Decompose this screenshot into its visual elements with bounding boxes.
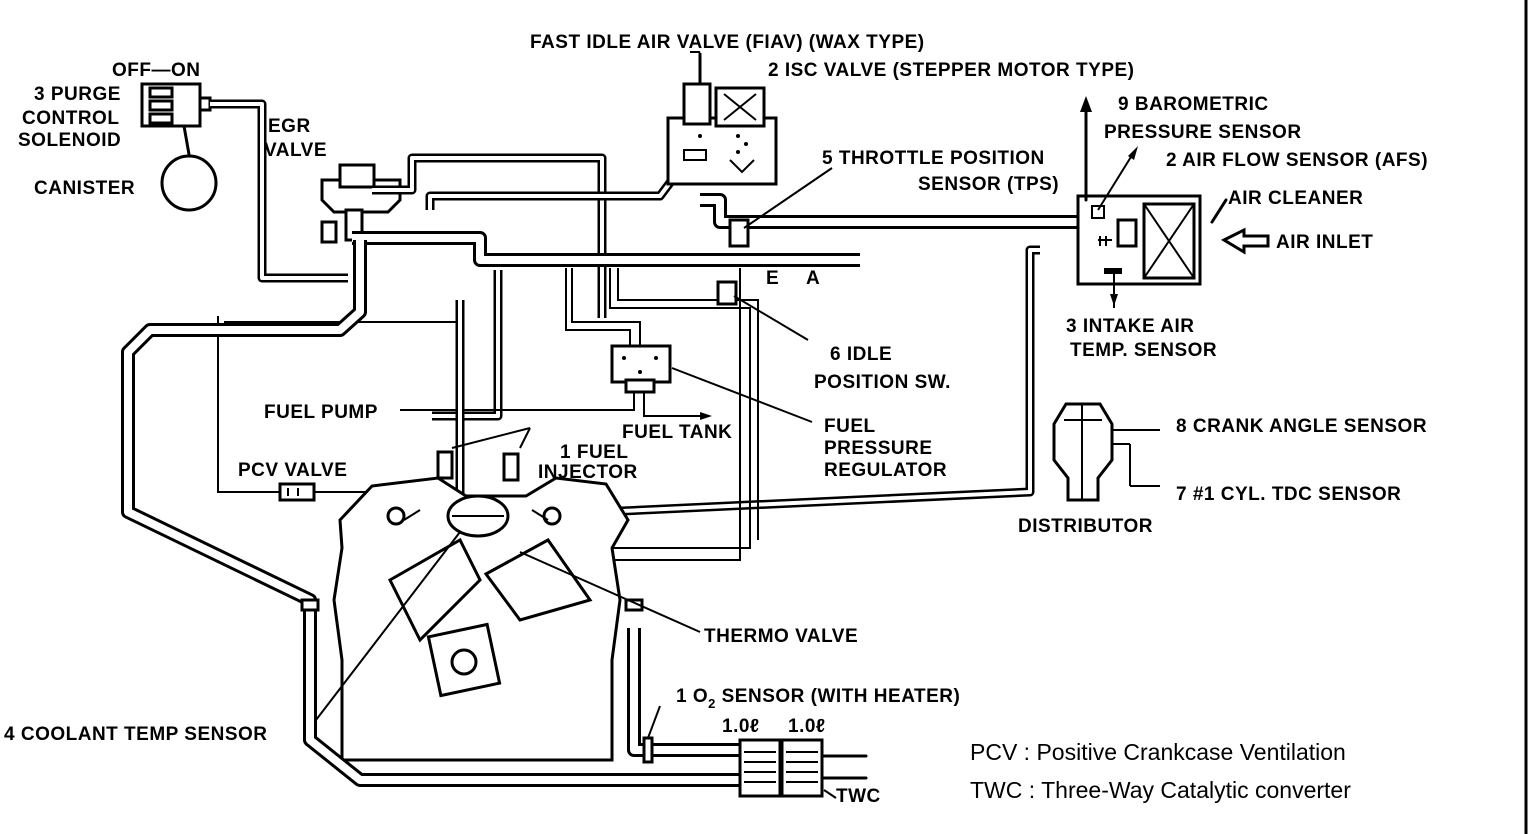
v-engine-block — [332, 476, 630, 762]
label-fiav: FAST IDLE AIR VALVE (FIAV) (WAX TYPE) — [530, 32, 925, 53]
label-afs: 2 AIR FLOW SENSOR (AFS) — [1166, 150, 1428, 171]
label-port-e: E — [766, 268, 779, 289]
air-inlet-arrow — [1220, 227, 1270, 255]
label-fuel-tank: FUEL TANK — [622, 422, 732, 443]
label-cat-1: 1.0ℓ — [722, 716, 760, 737]
air-cleaner-assembly — [1076, 194, 1228, 286]
label-fuel-pump: FUEL PUMP — [264, 402, 378, 423]
label-purge-1: 3 PURGE — [34, 84, 121, 105]
label-tdc-sensor: 7 #1 CYL. TDC SENSOR — [1176, 484, 1401, 505]
label-o2-sensor: 1 O2 SENSOR (WITH HEATER) — [676, 686, 960, 711]
label-canister: CANISTER — [34, 178, 135, 199]
label-fpr-3: REGULATOR — [824, 460, 947, 481]
distributor — [1052, 402, 1160, 502]
egr-valve — [320, 163, 402, 244]
label-isc-valve: 2 ISC VALVE (STEPPER MOTOR TYPE) — [768, 60, 1135, 81]
label-purge-3: SOLENOID — [18, 130, 121, 151]
label-distributor: DISTRIBUTOR — [1018, 516, 1153, 537]
fuel-pressure-regulator — [610, 344, 672, 394]
label-barometric-2: PRESSURE SENSOR — [1104, 122, 1302, 143]
label-idle-2: POSITION SW. — [814, 372, 951, 393]
label-tps-1: 5 THROTTLE POSITION — [822, 148, 1045, 169]
label-egr-2: VALVE — [264, 140, 327, 161]
label-injector-2: INJECTOR — [538, 462, 638, 483]
label-barometric-1: 9 BAROMETRIC — [1118, 94, 1269, 115]
canister — [160, 154, 218, 212]
label-coolant-temp: 4 COOLANT TEMP SENSOR — [4, 724, 268, 745]
label-egr-1: EGR — [268, 116, 311, 137]
label-air-cleaner: AIR CLEANER — [1228, 188, 1363, 209]
label-crank-angle: 8 CRANK ANGLE SENSOR — [1176, 416, 1427, 437]
label-fpr-2: PRESSURE — [824, 438, 933, 459]
exhaust-system — [300, 598, 868, 799]
label-fpr-1: FUEL — [824, 416, 876, 437]
label-iat-2: TEMP. SENSOR — [1070, 340, 1217, 361]
engine-leader-lines — [315, 531, 701, 721]
vacuum-hoses — [121, 99, 1078, 628]
label-iat-1: 3 INTAKE AIR — [1066, 316, 1194, 337]
label-air-inlet: AIR INLET — [1276, 232, 1373, 253]
label-port-a: A — [806, 268, 820, 289]
legend-pcv: PCV : Positive Crankcase Ventilation — [970, 739, 1346, 765]
throttle-body — [666, 52, 778, 306]
sensor-leader-arrows — [671, 51, 1138, 423]
fuel-injectors — [436, 427, 531, 482]
label-twc: TWC — [836, 786, 881, 807]
label-idle-1: 6 IDLE — [830, 344, 892, 365]
label-injector-1: 1 FUEL — [560, 442, 628, 463]
label-pcv-valve: PCV VALVE — [238, 460, 347, 481]
label-purge-2: CONTROL — [22, 108, 119, 129]
label-tps-2: SENSOR (TPS) — [918, 174, 1059, 195]
label-thermo-valve: THERMO VALVE — [704, 626, 858, 647]
legend-twc: TWC : Three-Way Catalytic converter — [970, 777, 1351, 803]
purge-control-solenoid — [140, 82, 212, 162]
label-off-on: OFF—ON — [112, 60, 201, 81]
label-cat-2: 1.0ℓ — [788, 716, 826, 737]
